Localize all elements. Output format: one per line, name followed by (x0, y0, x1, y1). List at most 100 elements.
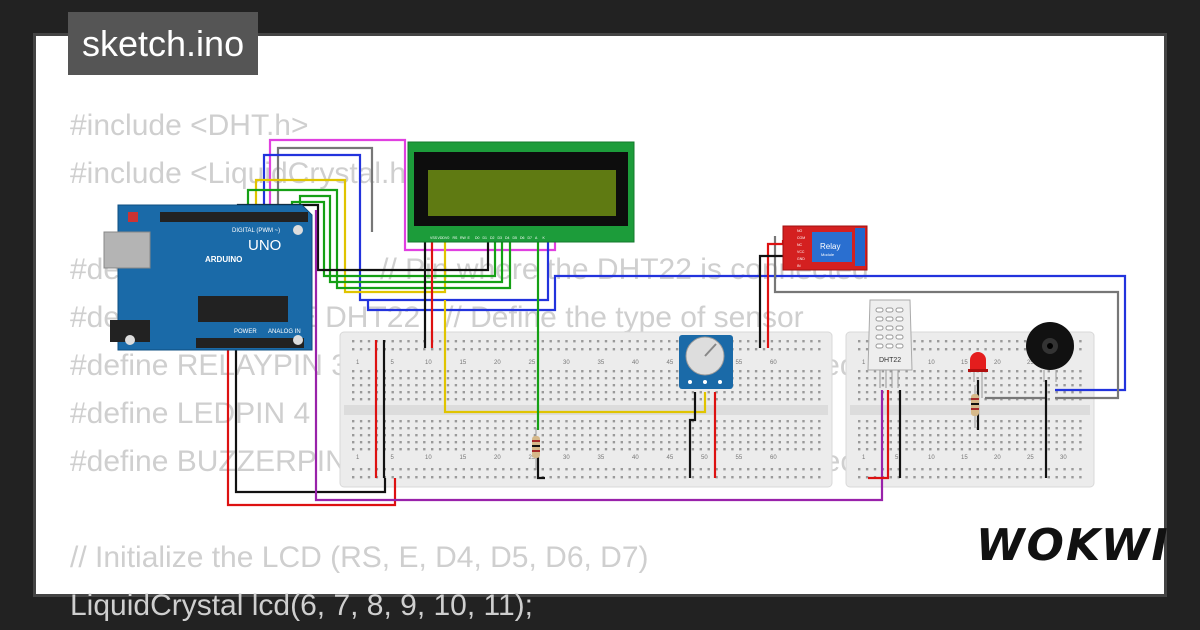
dht22-sensor[interactable]: DHT22 (867, 299, 913, 388)
breadboard-hole (367, 391, 371, 394)
breadboard-hole (905, 427, 908, 430)
lcd-pin-label: VDD (438, 236, 446, 240)
dht22-vent (875, 334, 884, 340)
breadboard-hole (770, 384, 774, 387)
breadboard-hole (921, 420, 924, 423)
breadboard-hole (913, 434, 916, 437)
breadboard-hole (1016, 434, 1019, 437)
breadboard-hole (660, 370, 663, 373)
breadboard-hole (952, 370, 956, 373)
breadboard-hole (865, 391, 869, 394)
column-number: 35 (598, 455, 605, 461)
breadboard-hole (557, 468, 560, 471)
breadboard-hole (786, 427, 789, 430)
breadboard-hole (818, 420, 821, 423)
breadboard-hole (525, 377, 529, 380)
breadboard-hole (937, 476, 940, 479)
breadboard-hole (596, 340, 600, 343)
breadboard-hole (984, 377, 987, 380)
wire-magenta (268, 138, 557, 252)
breadboard-hole (359, 468, 363, 471)
breadboard-hole (517, 384, 521, 387)
column-number: 30 (563, 455, 570, 461)
breadboard-hole (1016, 391, 1019, 394)
breadboard-hole (628, 370, 631, 373)
breadboard-hole (1063, 476, 1066, 479)
breadboard-hole (525, 384, 529, 387)
breadboard-hole (438, 391, 442, 394)
breadboard-hole (905, 434, 908, 437)
breadboard-hole (644, 448, 647, 451)
breadboard-hole (1039, 468, 1043, 471)
breadboard-hole (952, 340, 956, 343)
breadboard-hole (557, 348, 560, 351)
breadboard-hole (510, 398, 513, 401)
breadboard-hole (644, 427, 647, 430)
breadboard-hole (754, 434, 758, 437)
breadboard-hole (1000, 370, 1003, 373)
breadboard-hole (1008, 441, 1011, 444)
breadboard-hole (794, 468, 797, 471)
red-led[interactable] (968, 352, 988, 398)
breadboard-hole (462, 384, 465, 387)
resistor-led[interactable] (971, 385, 979, 428)
breadboard-hole (858, 377, 861, 380)
breadboard-hole (423, 377, 426, 380)
breadboard-hole (446, 448, 450, 451)
breadboard-hole (683, 434, 687, 437)
breadboard-hole (510, 434, 513, 437)
breadboard-hole (517, 441, 521, 444)
breadboard-hole (367, 420, 371, 423)
breadboard-hole (707, 476, 710, 479)
breadboard-hole (407, 448, 410, 451)
breadboard-hole (691, 448, 695, 451)
breadboard-hole (352, 340, 355, 343)
breadboard-hole (786, 434, 789, 437)
breadboard-hole (707, 448, 710, 451)
breadboard-hole (1047, 434, 1050, 437)
breadboard-hole (960, 370, 964, 373)
arduino-uno[interactable]: UNO ARDUINO DIGITAL (PWM ~) POWER ANALOG… (103, 204, 313, 351)
column-number: 55 (736, 455, 743, 461)
breadboard-hole (770, 441, 774, 444)
resistor-lcd[interactable] (532, 428, 540, 470)
breadboard-hole (1000, 434, 1003, 437)
breadboard-hole (415, 427, 418, 430)
breadboard-hole (407, 468, 410, 471)
column-number: 20 (994, 360, 1001, 366)
potentiometer[interactable] (679, 335, 733, 389)
wire-grey-relay (773, 236, 1120, 400)
breadboard-hole (873, 384, 877, 387)
breadboard-hole (478, 441, 481, 444)
breadboard-hole (604, 377, 608, 380)
breadboard-hole (675, 434, 679, 437)
breadboard-hole (897, 398, 900, 401)
breadboard-hole (1008, 468, 1011, 471)
breadboard-hole (352, 398, 355, 401)
breadboard-hole (391, 476, 394, 479)
breadboard-hole (415, 434, 418, 437)
breadboard-hole (431, 370, 434, 373)
breadboard-hole (628, 468, 631, 471)
breadboard-hole (367, 441, 371, 444)
breadboard-hole (723, 391, 726, 394)
breadboard-hole (502, 476, 505, 479)
breadboard-hole (889, 377, 892, 380)
breadboard-hole (620, 468, 623, 471)
breadboard-hole (399, 384, 402, 387)
breadboard-hole (1047, 468, 1050, 471)
breadboard-hole (589, 370, 592, 373)
lcd-pin-label: D7 (528, 236, 533, 240)
lcd-pin-label: V0 (445, 236, 449, 240)
breadboard-hole (1023, 391, 1027, 394)
breadboard-hole (1079, 441, 1082, 444)
breadboard-hole (968, 348, 971, 351)
breadboard-hole (1023, 420, 1027, 423)
breadboard-hole (984, 420, 987, 423)
buzzer[interactable] (1026, 322, 1074, 382)
reset-button (128, 212, 138, 222)
breadboard-hole (470, 398, 473, 401)
